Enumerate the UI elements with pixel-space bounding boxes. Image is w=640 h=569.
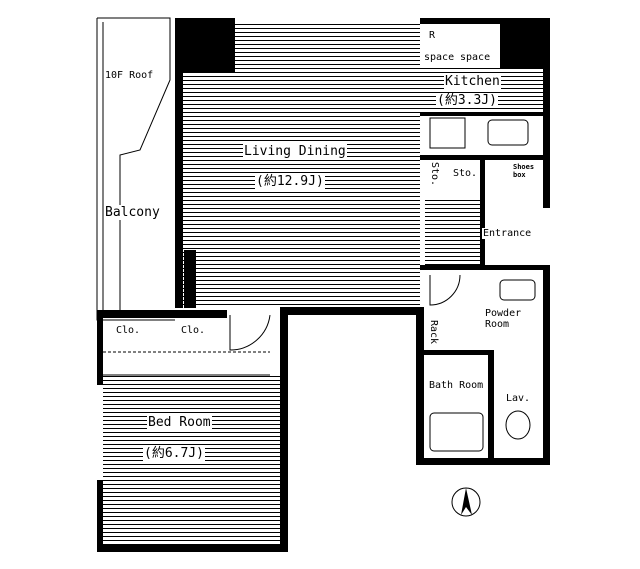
living-dining-label: Living Dining: [243, 144, 347, 159]
kitchen-size: (約3.3J): [436, 93, 498, 108]
balcony: [96, 17, 175, 321]
kitchen-label: Kitchen: [444, 74, 501, 89]
toilet-icon: [505, 410, 531, 440]
bed-room-label: Bed Room: [147, 415, 212, 430]
balcony-label: Balcony: [104, 205, 161, 220]
shoes-box-label: Shoes box: [512, 163, 536, 179]
north-arrow-icon: [451, 487, 481, 517]
sink-icon: [487, 119, 529, 146]
living-dining-size: (約12.9J): [255, 174, 325, 189]
living-dining-floor: [183, 75, 420, 307]
lav-label: Lav.: [505, 393, 532, 404]
powder-sink-icon: [499, 279, 536, 301]
door-arc: [229, 314, 271, 351]
fridge-label: R: [428, 30, 437, 41]
upper-area-floor: [235, 22, 420, 77]
bed-room-size: (約6.7J): [143, 446, 205, 461]
powder-room-label: Powder Room: [484, 308, 526, 330]
rack-label: Rack: [425, 320, 442, 345]
storage-label-1: Sto.: [426, 162, 443, 187]
washer-space-label: space: [459, 52, 492, 63]
closet-label-2: Clo.: [180, 325, 207, 336]
closet-label-1: Clo.: [115, 325, 142, 336]
entrance-label: Entrance: [482, 228, 533, 239]
bath-room-label: Bath Room: [428, 380, 485, 391]
roof-label: 10F Roof: [104, 70, 155, 81]
hall-floor: [425, 200, 480, 270]
door-arc: [429, 274, 461, 306]
fridge-space-label: space: [423, 52, 456, 63]
walls: [97, 18, 550, 552]
bathtub-icon: [429, 412, 484, 452]
storage-label-2: Sto.: [452, 168, 479, 179]
stove-icon: [429, 117, 466, 149]
